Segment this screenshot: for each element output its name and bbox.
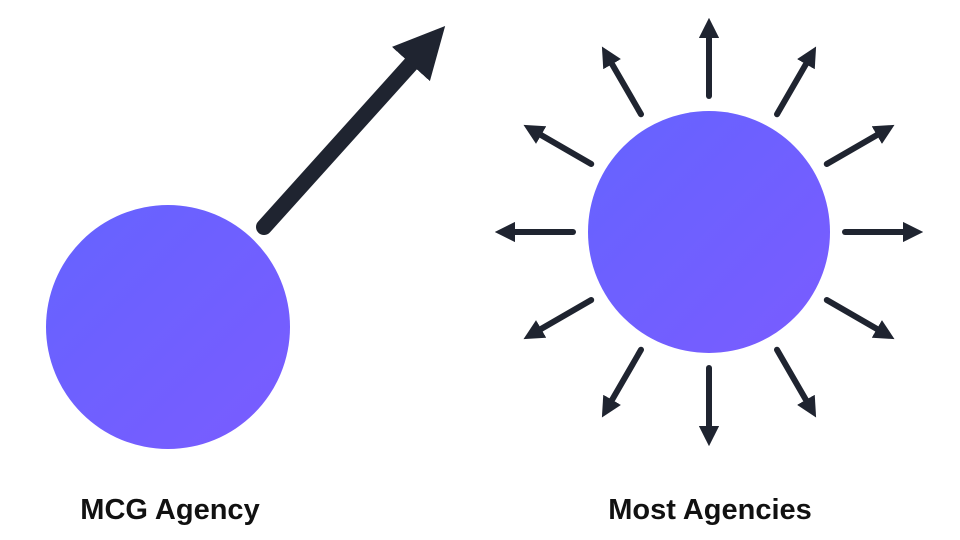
most-agencies-circle: [588, 111, 830, 353]
outward-arrow: [601, 46, 644, 118]
outward-arrow: [523, 124, 595, 167]
outward-arrow: [601, 346, 644, 418]
mcg-agency-label: MCG Agency: [80, 494, 260, 526]
outward-arrow: [823, 297, 895, 340]
outward-arrow: [823, 124, 895, 167]
mcg-agency-circle: [46, 205, 290, 449]
outward-arrow: [523, 297, 595, 340]
most-agencies-label: Most Agencies: [608, 494, 812, 526]
outward-arrow: [774, 46, 817, 118]
single-direction-arrow: [256, 25, 446, 235]
outward-arrow: [774, 346, 817, 418]
multi-direction-arrows: [494, 17, 924, 447]
